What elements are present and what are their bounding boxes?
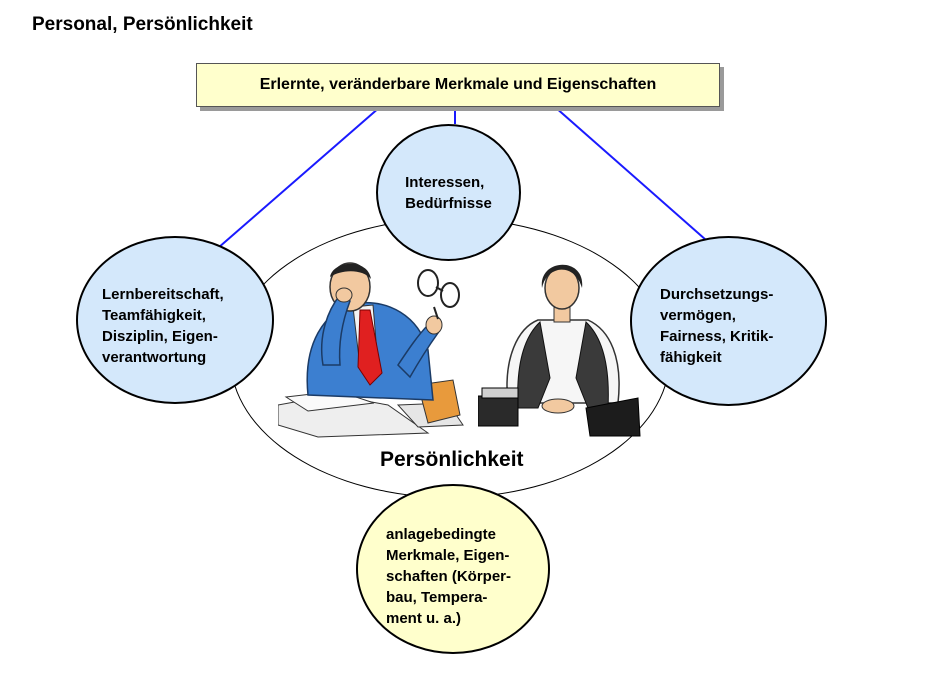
connector-line-right bbox=[554, 106, 707, 241]
personality-label: Persönlichkeit bbox=[380, 448, 524, 471]
woman-at-desk-illustration bbox=[478, 264, 641, 437]
learning-teamwork-text: Lernbereitschaft, Teamfähigkeit, Diszipl… bbox=[102, 286, 224, 366]
interests-needs-circle: Interessen, Bedürfnisse bbox=[376, 124, 521, 261]
learned-traits-box: Erlernte, veränderbare Merkmale und Eige… bbox=[196, 63, 720, 107]
man-at-desk-illustration bbox=[278, 262, 464, 438]
connector-line-left bbox=[217, 106, 381, 249]
learned-traits-label: Erlernte, veränderbare Merkmale und Eige… bbox=[259, 76, 657, 93]
interests-needs-text: Interessen, Bedürfnisse bbox=[405, 173, 492, 212]
innate-traits-text: anlagebedingte Merkmale, Eigen- schaften… bbox=[386, 526, 512, 627]
page-title: Personal, Persönlichkeit bbox=[32, 14, 253, 35]
assertiveness-fairness-circle: Durchsetzungs- vermögen, Fairness, Kriti… bbox=[630, 236, 827, 406]
innate-traits-circle: anlagebedingte Merkmale, Eigen- schaften… bbox=[356, 484, 550, 654]
learning-teamwork-circle: Lernbereitschaft, Teamfähigkeit, Diszipl… bbox=[76, 236, 274, 404]
assertiveness-fairness-text: Durchsetzungs- vermögen, Fairness, Kriti… bbox=[660, 286, 774, 366]
